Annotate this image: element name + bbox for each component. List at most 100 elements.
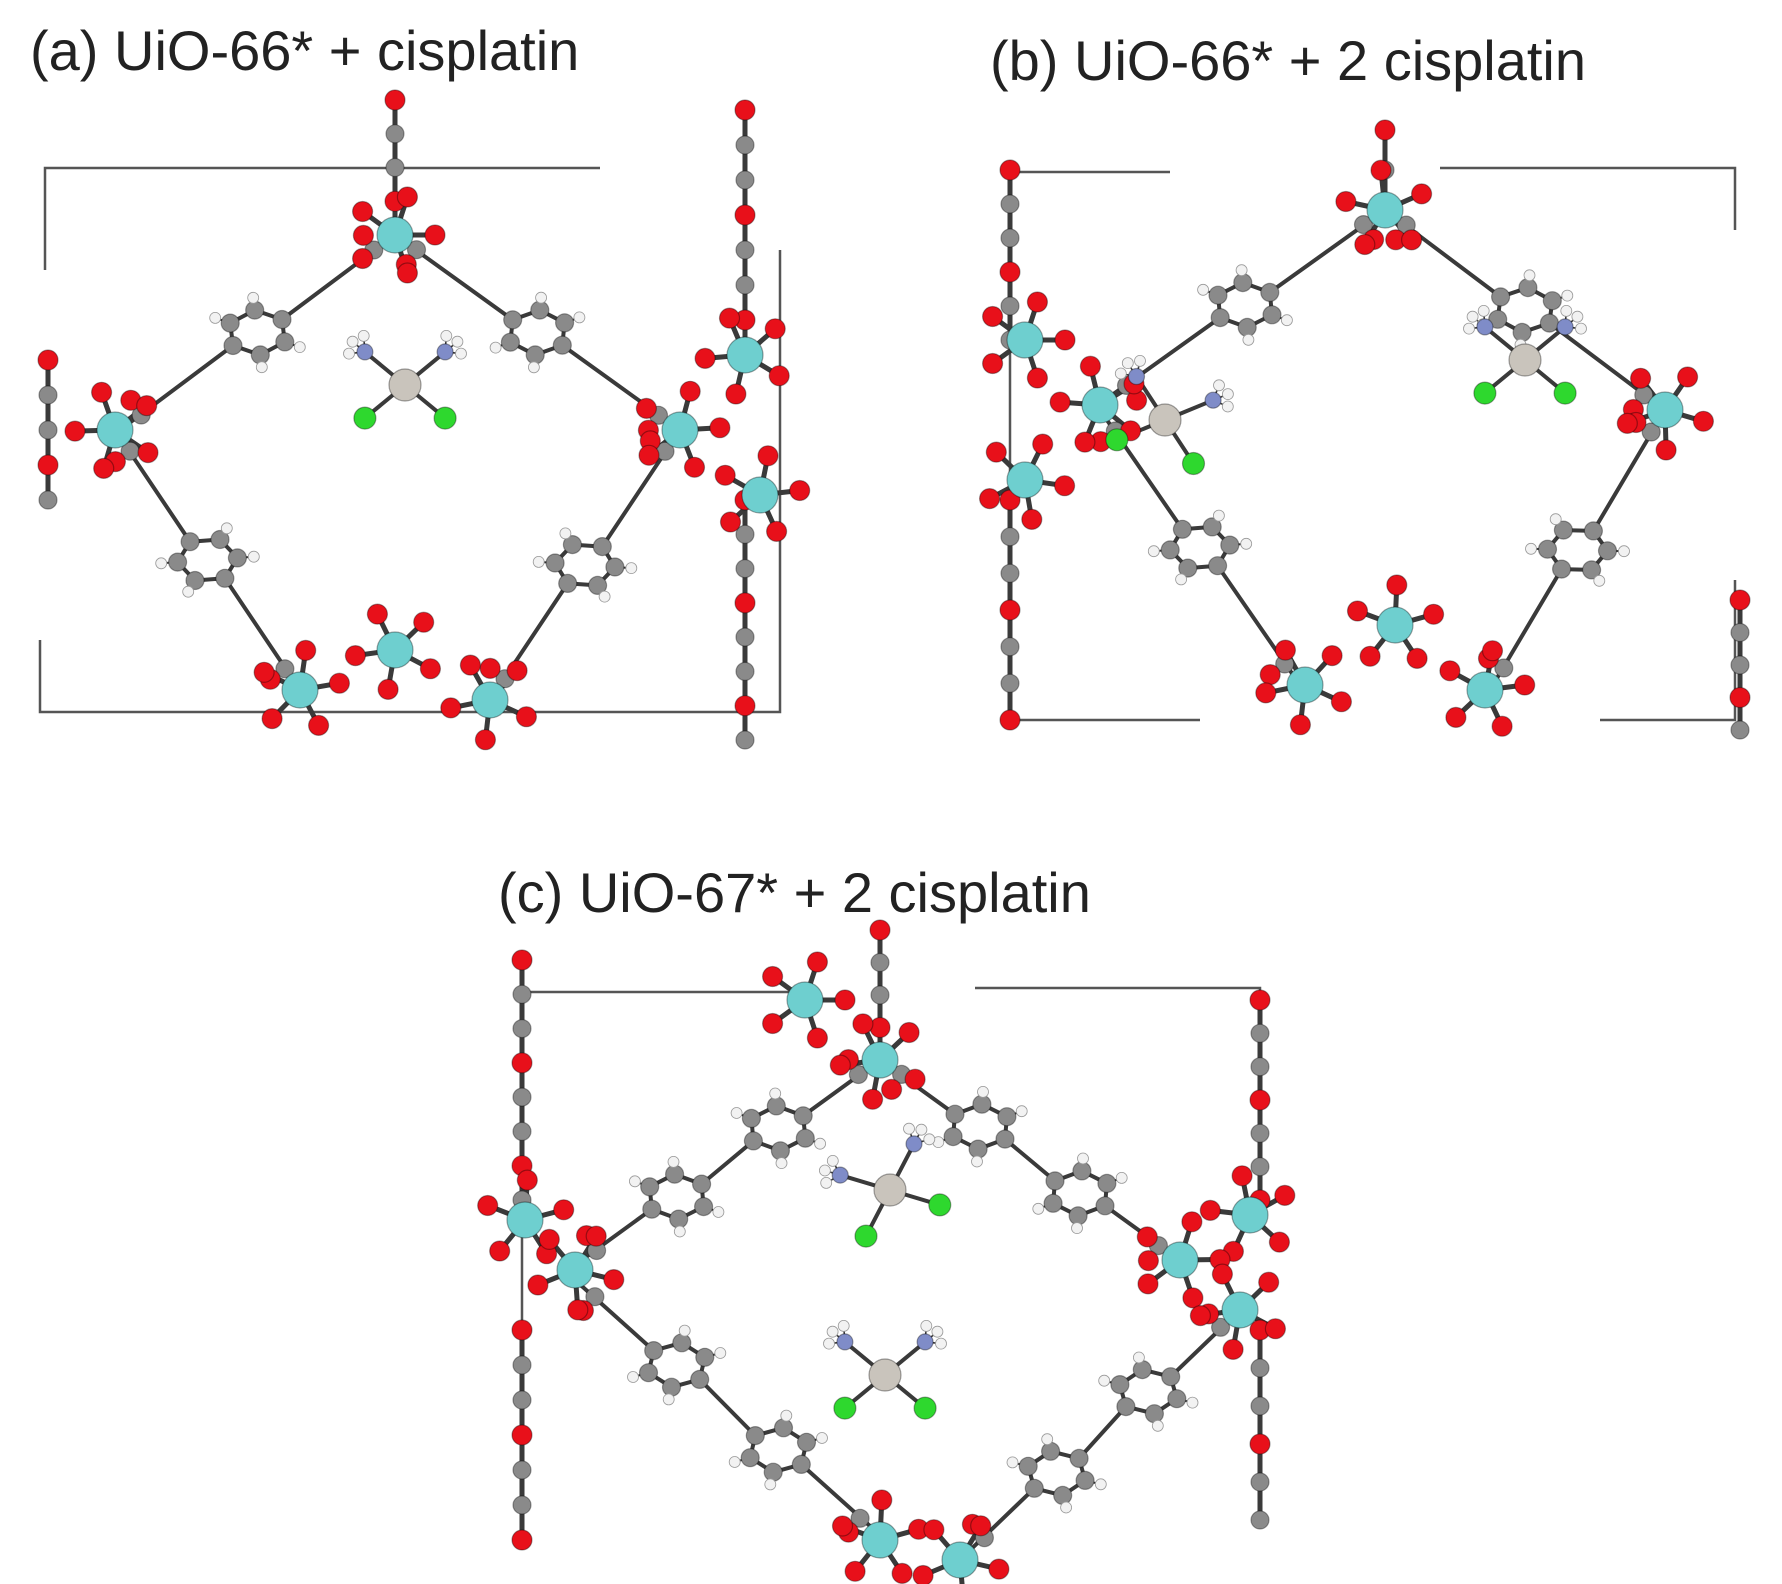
oxygen-atom (93, 457, 115, 479)
zirconium-atom (786, 981, 824, 1019)
carbon-atom (735, 627, 755, 647)
carbon-atom (245, 300, 265, 320)
oxygen-atom (1054, 329, 1076, 351)
zirconium-atom (556, 1251, 594, 1289)
hydrogen-atom (1121, 357, 1134, 370)
hydrogen-atom (535, 291, 547, 304)
hydrogen-atom (1006, 1456, 1019, 1469)
carbon-atom (1024, 1478, 1044, 1498)
oxygen-atom (871, 1489, 893, 1511)
platinum-atom (388, 368, 422, 402)
carbon-atom (1260, 282, 1280, 302)
oxygen-atom (424, 224, 446, 246)
zirconium-atom (1376, 606, 1414, 644)
oxygen-atom (831, 1515, 854, 1537)
carbon-atom (972, 1094, 992, 1114)
carbon-atom (735, 170, 755, 190)
panel-b-cell-left (1008, 170, 1200, 722)
carbon-atom (1132, 1359, 1152, 1380)
oxygen-atom (1386, 574, 1408, 596)
carbon-atom (793, 1106, 813, 1126)
carbon-atom (735, 558, 755, 579)
carbon-atom (250, 345, 270, 365)
hydrogen-atom (814, 1137, 826, 1150)
zirconium-atom (726, 336, 764, 374)
oxygen-atom (719, 511, 742, 533)
carbon-atom (1116, 1396, 1136, 1417)
hydrogen-atom (1463, 322, 1475, 335)
carbon-atom (1730, 720, 1750, 740)
panel-b-cell-right-bottom (1600, 580, 1737, 722)
carbon-atom (1207, 556, 1228, 576)
oxygen-atom (725, 383, 747, 405)
carbon-atom (745, 1425, 765, 1446)
chlorine-atom (433, 406, 457, 430)
carbon-atom (1043, 1193, 1063, 1213)
carbon-atom (1250, 1123, 1270, 1143)
oxygen-atom (1049, 391, 1071, 413)
oxygen-atom (64, 420, 86, 442)
carbon-atom (870, 952, 890, 973)
carbon-atom (1160, 540, 1180, 560)
oxygen-atom (970, 1515, 992, 1537)
oxygen-atom (344, 644, 366, 667)
oxygen-atom (1330, 691, 1353, 713)
oxygen-atom (136, 395, 158, 417)
hydrogen-atom (728, 1456, 741, 1468)
oxygen-atom (37, 454, 59, 476)
carbon-atom (552, 335, 572, 355)
carbon-atom (1018, 1456, 1038, 1476)
oxygen-atom (511, 1052, 533, 1074)
carbon-atom (1512, 322, 1532, 342)
hydrogen-atom (1575, 322, 1587, 335)
oxygen-atom (474, 729, 496, 751)
oxygen-atom (352, 200, 374, 223)
carbon-atom (1353, 215, 1374, 235)
oxygen-atom (869, 1016, 891, 1039)
carbon-atom (1095, 1196, 1115, 1216)
oxygen-atom (718, 307, 741, 329)
carbon-atom (1172, 519, 1193, 539)
carbon-atom (1730, 622, 1750, 643)
hydrogen-atom (712, 1206, 725, 1218)
oxygen-atom (1629, 367, 1652, 389)
hydrogen-atom (826, 1325, 839, 1338)
hydrogen-atom (247, 550, 260, 563)
zirconium-atom (1006, 461, 1044, 499)
carbon-atom (592, 536, 612, 557)
carbon-atom (1000, 637, 1020, 657)
carbon-atom (1490, 287, 1511, 307)
oxygen-atom (1514, 674, 1536, 696)
hydrogen-atom (826, 1155, 839, 1167)
oxygen-atom (511, 949, 533, 971)
oxygen-atom (328, 672, 350, 694)
oxygen-atom (981, 352, 1004, 375)
hydrogen-atom (451, 335, 464, 348)
oxygen-atom (765, 520, 788, 543)
hydrogen-atom (1235, 264, 1248, 277)
hydrogen-atom (220, 522, 233, 535)
carbon-atom (770, 1141, 791, 1161)
oxygen-atom (635, 397, 658, 419)
oxygen-atom (1422, 603, 1445, 625)
carbon-atom (223, 335, 243, 356)
oxygen-atom (538, 1228, 560, 1251)
carbon-atom (38, 420, 58, 440)
oxygen-atom (1439, 660, 1461, 682)
carbon-atom (1210, 308, 1230, 328)
carbon-atom (1494, 658, 1514, 678)
zirconium-atom (741, 476, 779, 514)
carbon-atom (1000, 673, 1020, 693)
oxygen-atom (999, 489, 1021, 511)
hydrogen-atom (1549, 513, 1562, 526)
carbon-atom (735, 275, 755, 295)
carbon-atom (1069, 1448, 1089, 1469)
hydrogen-atom (931, 1325, 944, 1338)
chlorine-atom (1473, 381, 1497, 405)
oxygen-atom (396, 186, 418, 208)
hydrogen-atom (1523, 269, 1536, 282)
carbon-atom (210, 529, 230, 550)
hydrogen-atom (629, 1175, 641, 1188)
hydrogen-atom (155, 557, 168, 570)
oxygen-atom (1249, 1433, 1271, 1455)
